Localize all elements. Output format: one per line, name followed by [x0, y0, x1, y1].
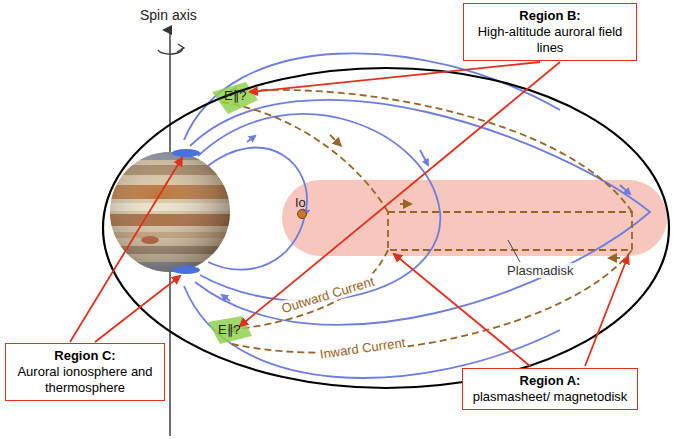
field-lines	[184, 53, 650, 378]
region-callout-box: Region B:High-altitude auroral field lin…	[463, 3, 637, 61]
region-description: Auroral ionosphere and thermosphere	[12, 364, 158, 396]
region-heading: Region B:	[470, 8, 630, 24]
field-label: E∥?	[216, 322, 242, 337]
moon-label: Io	[293, 195, 308, 210]
io-moon	[298, 210, 307, 219]
region-callout-box: Region C:Auroral ionosphere and thermosp…	[5, 343, 165, 401]
region-description: High-altitude auroral field lines	[470, 24, 630, 56]
current-label: Inward Current	[317, 335, 408, 362]
region-description: plasmasheet/ magnetodisk	[469, 389, 631, 405]
current-label: Outward Current	[278, 273, 378, 317]
jupiter-planet	[100, 150, 240, 275]
region-label: Plasmadisk	[505, 263, 575, 278]
region-heading: Region C:	[12, 348, 158, 364]
field-label: E∥?	[222, 88, 248, 103]
north-aurora	[172, 149, 200, 157]
acceleration-region	[208, 316, 252, 344]
south-aurora	[172, 266, 200, 274]
leader-line	[508, 240, 520, 262]
leader-arrows	[70, 62, 628, 366]
current-loops	[222, 90, 632, 353]
region-heading: Region A:	[469, 373, 631, 389]
region-callout-box: Region A:plasmasheet/ magnetodisk	[462, 368, 638, 410]
axis-label: Spin axis	[138, 8, 199, 23]
region-outline	[103, 68, 669, 388]
